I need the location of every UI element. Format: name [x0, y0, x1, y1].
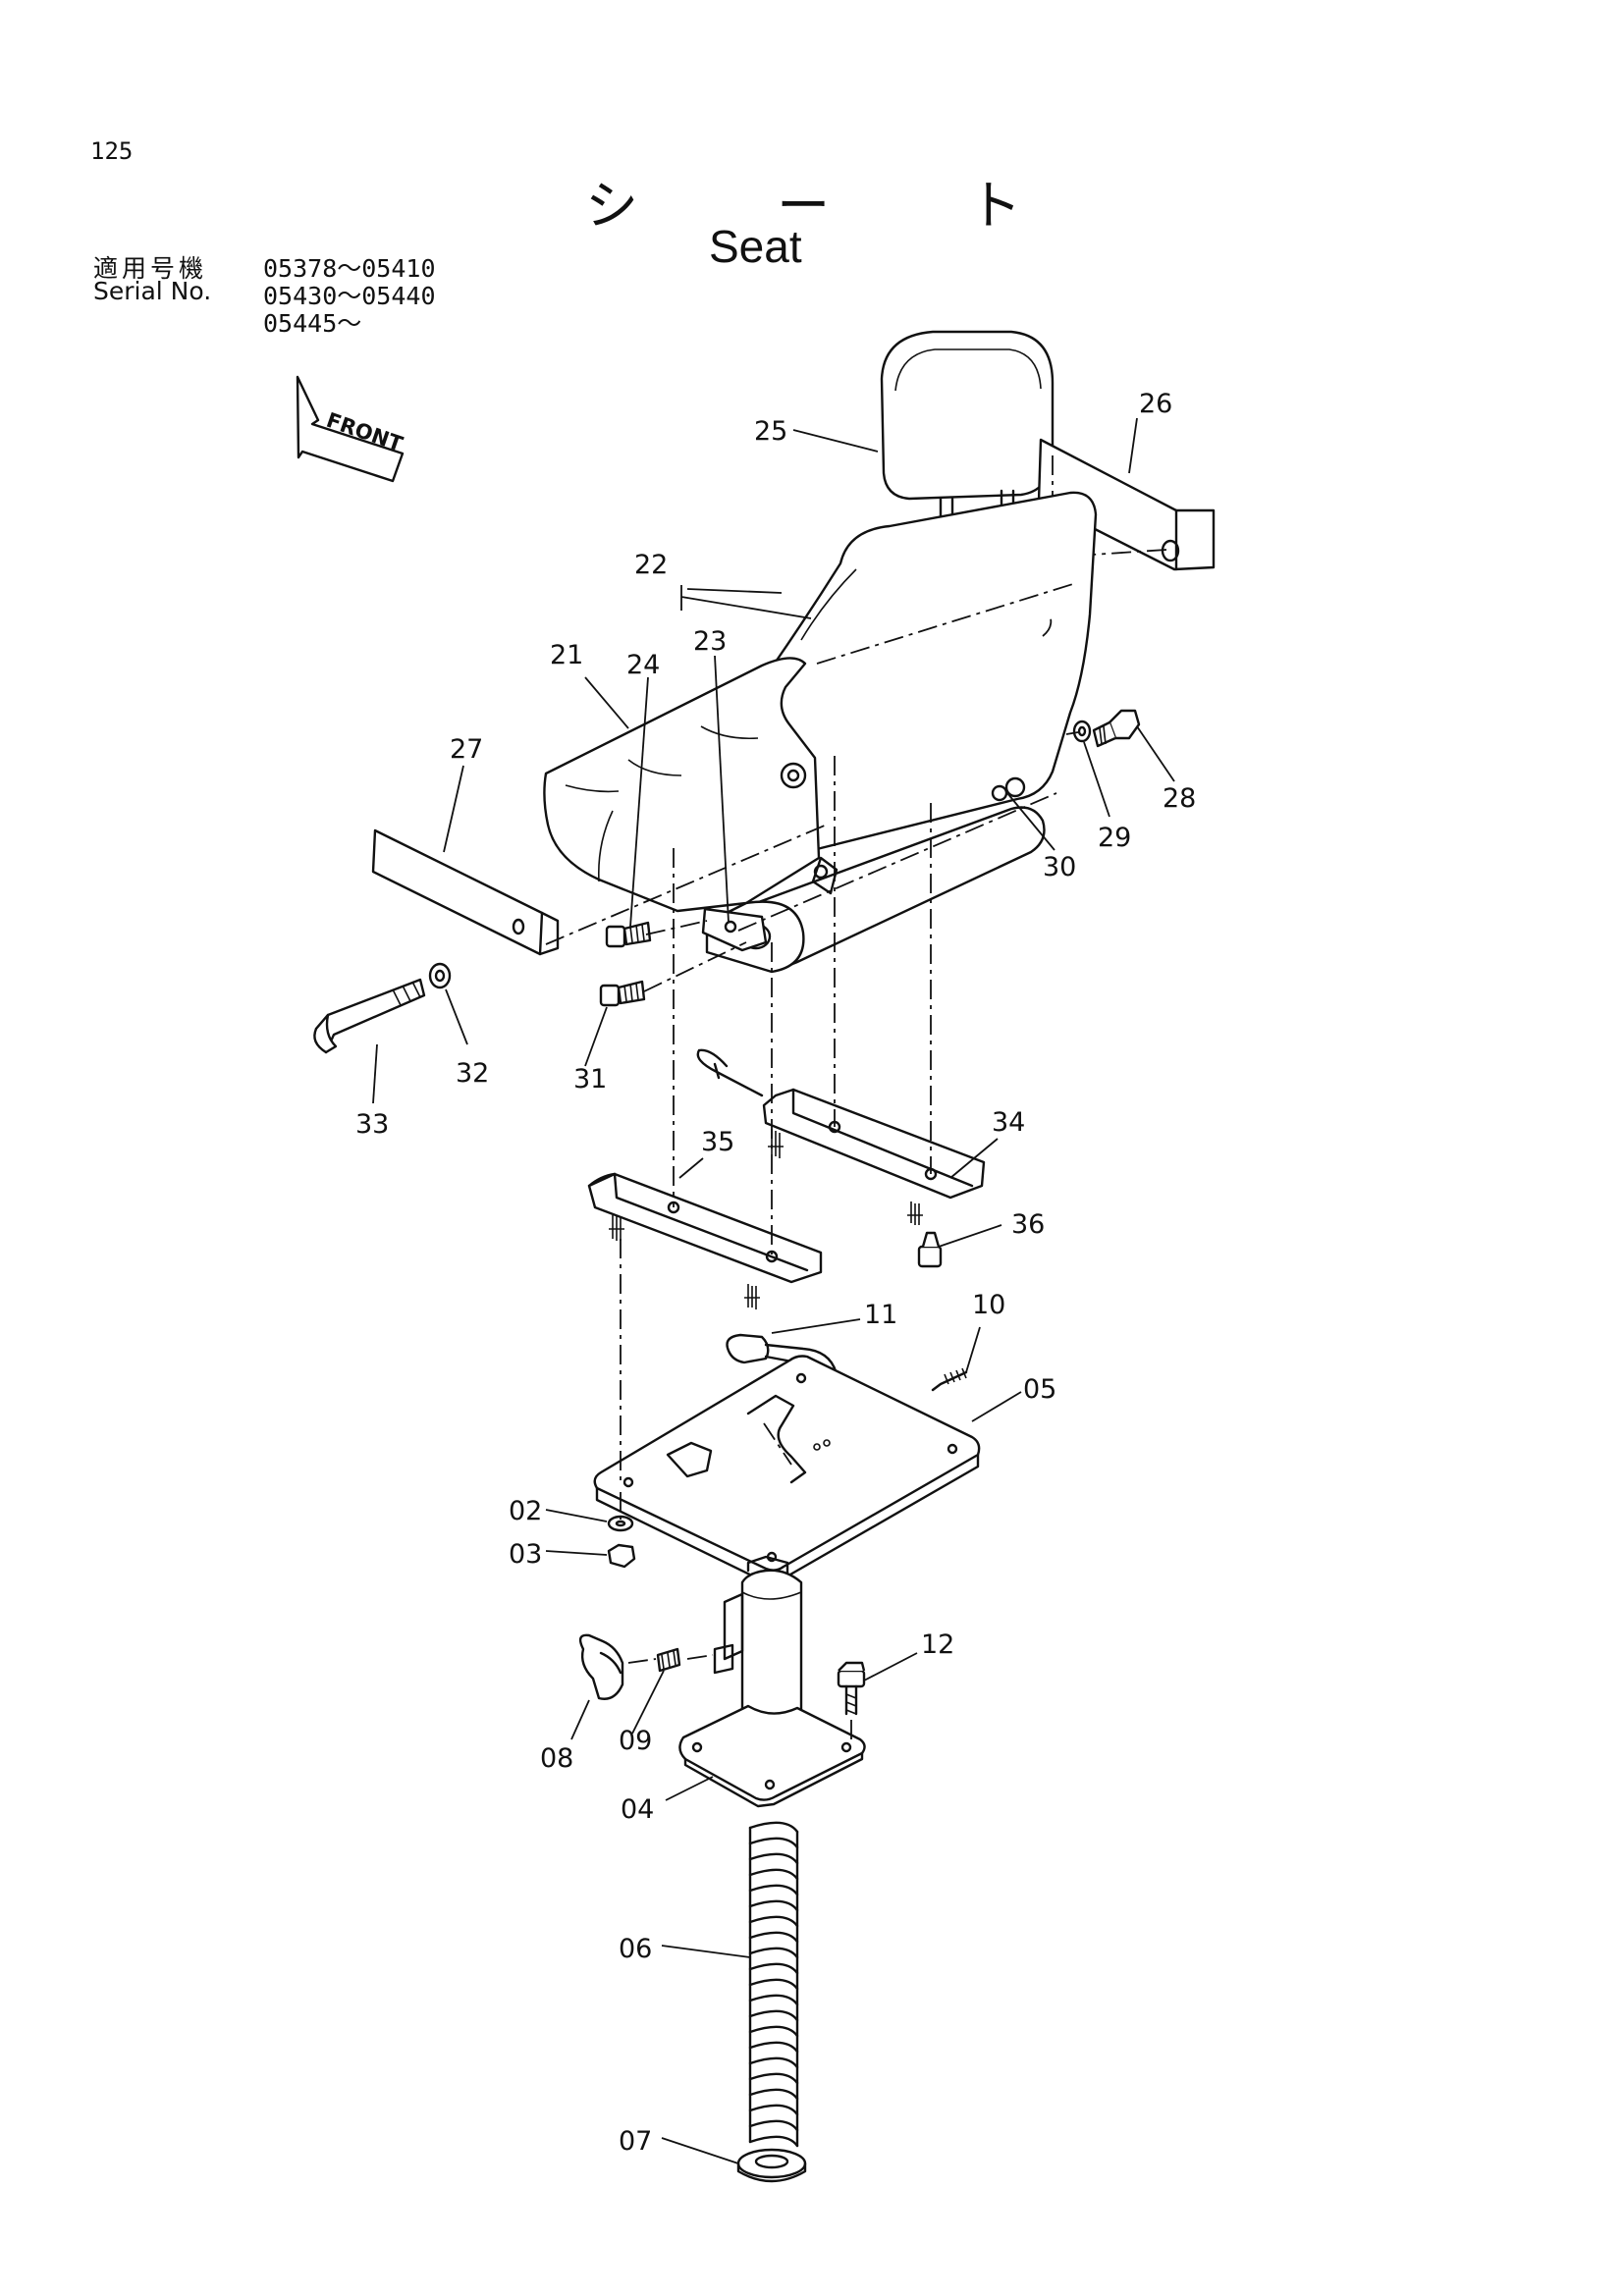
armrest [371, 828, 560, 956]
part-label-35: 35 [701, 1127, 734, 1157]
serial-range-2: 05430～05440 [263, 282, 436, 310]
assembly-center-lines [545, 731, 1079, 1741]
part-label-23: 23 [693, 626, 727, 657]
seat-mount-plate [593, 1355, 981, 1584]
part-label-06: 06 [619, 1934, 652, 1964]
serial-label: Serial No. [93, 277, 212, 305]
slide-rail-left [587, 1172, 823, 1309]
base-bolt [837, 1661, 866, 1716]
part-label-32: 32 [456, 1058, 489, 1089]
front-arrow: FRONT [296, 375, 406, 483]
part-label-22: 22 [634, 550, 668, 580]
seat-lower-frame [755, 762, 1046, 970]
part-label-34: 34 [992, 1107, 1025, 1138]
part-label-08: 08 [540, 1743, 573, 1774]
recline-bolts [599, 921, 652, 1007]
backrest-fasteners [1072, 709, 1141, 748]
part-label-03: 03 [509, 1539, 542, 1570]
part-label-04: 04 [621, 1794, 654, 1825]
part-label-29: 29 [1098, 823, 1131, 853]
serial-label-japanese: 適用号機 [93, 254, 208, 283]
part-label-05: 05 [1023, 1374, 1056, 1405]
serial-range-3: 05445～ [263, 309, 362, 338]
part-label-10: 10 [972, 1290, 1005, 1320]
part-label-25: 25 [754, 416, 787, 447]
part-label-31: 31 [573, 1064, 607, 1095]
lever-spring [931, 1367, 968, 1392]
armrest-bolt [313, 962, 452, 1054]
slide-rail-right [696, 1048, 986, 1225]
seat-column [713, 1555, 803, 1732]
seat-cushion [543, 657, 821, 913]
part-label-33: 33 [355, 1109, 389, 1140]
spring-retainer [736, 2148, 807, 2183]
column-spring [748, 1821, 799, 2148]
part-numbers: 25 26 22 23 24 21 27 28 29 30 32 31 33 3… [355, 389, 1196, 2157]
plate-nut-washer [607, 1515, 636, 1569]
part-label-26: 26 [1139, 389, 1172, 419]
page-title: Seat [709, 221, 802, 272]
rail-bolt [917, 1231, 943, 1268]
part-label-21: 21 [550, 640, 583, 670]
part-label-11: 11 [864, 1300, 897, 1330]
part-label-27: 27 [450, 734, 483, 765]
part-label-09: 09 [619, 1726, 652, 1756]
height-knob [578, 1633, 681, 1700]
part-label-07: 07 [619, 2126, 652, 2157]
column-base-plate [678, 1704, 866, 1808]
part-label-12: 12 [921, 1629, 954, 1660]
part-label-24: 24 [626, 650, 660, 680]
part-label-36: 36 [1011, 1209, 1045, 1240]
serial-range-1: 05378～05410 [263, 254, 436, 283]
part-leader-lines [372, 417, 1175, 2164]
part-label-28: 28 [1163, 783, 1196, 814]
part-label-30: 30 [1043, 852, 1076, 882]
page-title-japanese: シ ー ト [585, 175, 1083, 237]
part-label-02: 02 [509, 1496, 542, 1526]
page-number: 125 [90, 137, 134, 165]
recline-bracket [701, 900, 805, 974]
